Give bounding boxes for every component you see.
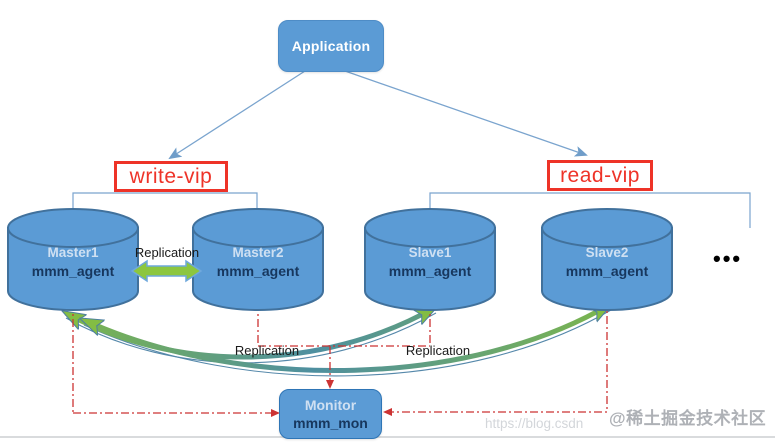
replication-ribbons bbox=[66, 305, 612, 377]
red-arrow-right-monitor-left bbox=[271, 409, 280, 417]
monitor-links bbox=[72, 300, 608, 414]
cylinder-slave2 bbox=[541, 208, 673, 311]
read-vip-label: read-vip bbox=[547, 160, 653, 191]
monitor-agent: mmm_mon bbox=[293, 415, 368, 431]
replication-label-right: Replication bbox=[405, 343, 471, 358]
database-cylinders bbox=[7, 208, 673, 311]
monitor-node: Monitor mmm_mon bbox=[279, 389, 382, 439]
replication-double-arrow bbox=[130, 259, 203, 283]
cylinder-master1 bbox=[7, 208, 139, 311]
arrow-app-to-read-vip bbox=[344, 70, 588, 157]
write-vip-tree bbox=[72, 192, 258, 210]
monitor-name: Monitor bbox=[304, 397, 357, 413]
red-arrow-left-monitor-right bbox=[383, 408, 392, 416]
cylinder-slave1 bbox=[364, 208, 496, 311]
application-to-vip-arrows bbox=[168, 70, 588, 160]
more-nodes-ellipsis: ••• bbox=[713, 246, 743, 271]
write-vip-label: write-vip bbox=[114, 161, 228, 192]
red-arrow-down-monitor-top bbox=[326, 380, 334, 389]
arrow-app-to-write-vip bbox=[168, 70, 306, 160]
application-label: Application bbox=[291, 38, 371, 54]
ribbon-master1-slave2 bbox=[84, 305, 609, 374]
replication-label-left: Replication bbox=[234, 343, 300, 358]
cylinder-master2 bbox=[192, 208, 324, 311]
vip-connector-trees bbox=[72, 192, 751, 228]
read-vip-tree bbox=[429, 192, 751, 228]
application-node: Application bbox=[278, 20, 384, 72]
replication-label-masters: Replication bbox=[134, 245, 200, 260]
ribbon-outline-2 bbox=[83, 309, 612, 377]
watermark-site: @稀土掘金技术社区 bbox=[609, 409, 767, 428]
watermark-url: https://blog.csdn bbox=[485, 416, 584, 431]
